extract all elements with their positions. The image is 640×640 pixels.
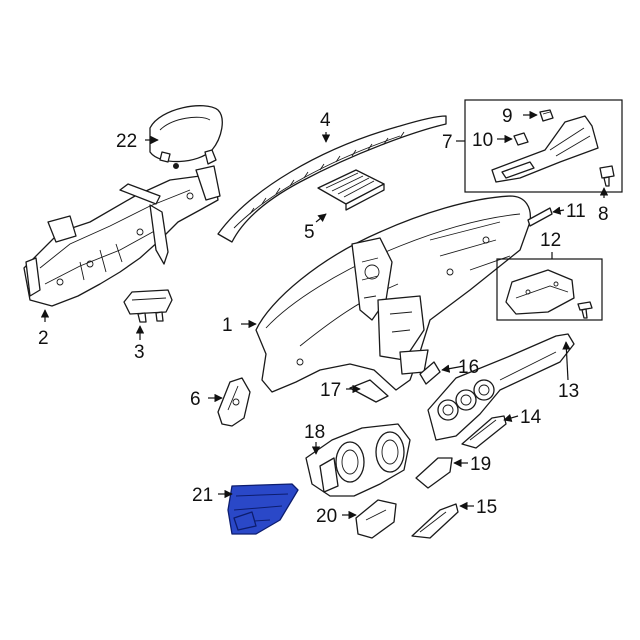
callout-10[interactable]: 10 [472, 130, 493, 151]
part-12-fastener[interactable] [577, 301, 593, 319]
part-1-instrument-panel[interactable] [255, 195, 532, 393]
callout-7[interactable]: 7 [442, 132, 453, 153]
part-21-glove-box[interactable] [227, 483, 299, 535]
callout-15[interactable]: 15 [476, 497, 497, 518]
part-5-speaker-grille[interactable] [317, 169, 385, 211]
callout-16[interactable]: 16 [458, 357, 479, 378]
part-22-airbag[interactable] [149, 105, 223, 169]
callout-6[interactable]: 6 [190, 389, 201, 410]
part-7-trim-panel[interactable] [491, 115, 599, 183]
callout-19[interactable]: 19 [470, 454, 491, 475]
part-11-trim[interactable] [527, 207, 553, 227]
callout-13[interactable]: 13 [558, 381, 579, 402]
part-12-bracket[interactable] [505, 269, 575, 315]
callout-5[interactable]: 5 [304, 222, 315, 243]
part-10-clip[interactable] [513, 132, 529, 146]
part-8-screw[interactable] [599, 165, 615, 187]
callout-21[interactable]: 21 [192, 485, 213, 506]
part-4-defroster-panel[interactable] [217, 115, 447, 243]
part-2-cross-car-beam[interactable] [23, 165, 221, 307]
group-box-12 [496, 258, 603, 321]
callout-17[interactable]: 17 [320, 380, 341, 401]
callout-11[interactable]: 11 [566, 201, 586, 222]
callout-4[interactable]: 4 [320, 110, 331, 131]
callout-20[interactable]: 20 [316, 506, 337, 527]
callout-9[interactable]: 9 [502, 106, 513, 127]
callout-labels: 22 2 3 4 5 1 6 7 9 10 8 11 12 16 13 17 1… [38, 106, 609, 527]
callout-1[interactable]: 1 [222, 315, 233, 336]
callout-8[interactable]: 8 [598, 204, 609, 225]
callout-22[interactable]: 22 [116, 131, 137, 152]
part-3-bracket[interactable] [123, 289, 173, 323]
leader-lines [40, 110, 609, 520]
part-15-trim[interactable] [411, 503, 459, 539]
part-19-trim[interactable] [415, 457, 453, 489]
part-20-switch-bezel[interactable] [355, 499, 397, 539]
part-9-clip[interactable] [539, 109, 554, 122]
callout-3[interactable]: 3 [134, 342, 145, 363]
part-17-trim[interactable] [349, 379, 389, 403]
callout-18[interactable]: 18 [304, 422, 325, 443]
callout-12[interactable]: 12 [540, 230, 561, 251]
callout-14[interactable]: 14 [520, 407, 542, 428]
group-box-7 [464, 99, 623, 193]
part-18-cluster-bezel[interactable] [305, 423, 411, 497]
part-6-end-cap[interactable] [217, 377, 251, 427]
callout-2[interactable]: 2 [38, 328, 49, 349]
part-16-trim[interactable] [419, 361, 441, 385]
